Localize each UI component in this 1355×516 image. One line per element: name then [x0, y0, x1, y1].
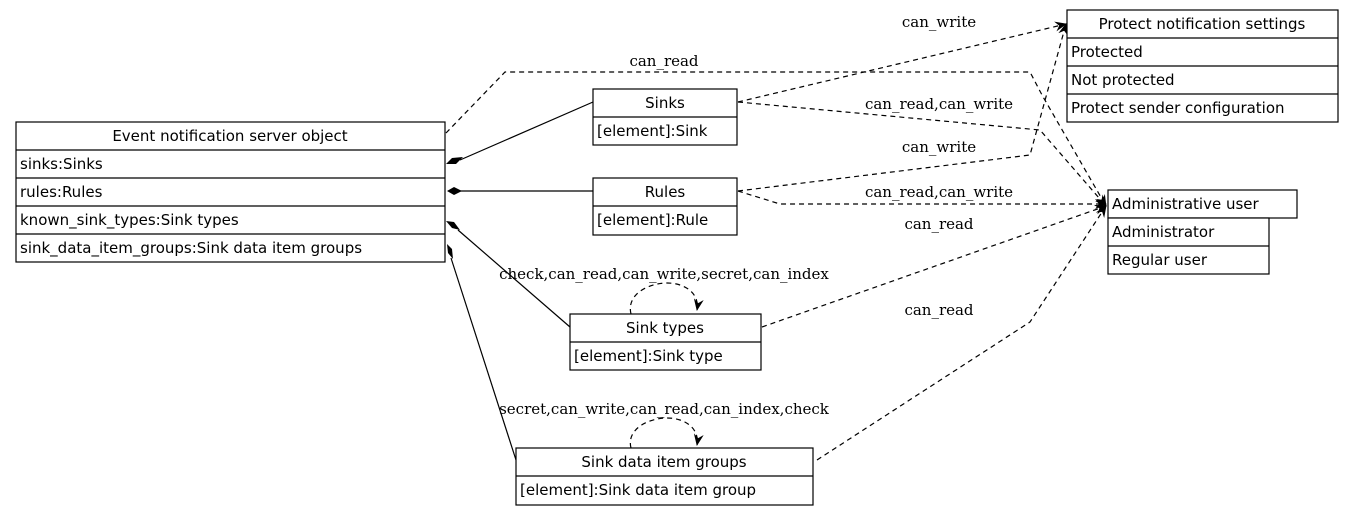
composition-diamond-rules	[447, 187, 462, 195]
edge-server-sink-types	[457, 229, 571, 328]
label-rules-admin: can_read,can_write	[865, 183, 1013, 201]
edge-rules-admin	[737, 190, 1107, 209]
node-title: Event notification server object	[112, 127, 347, 145]
node-event-server: Event notification server object sinks:S…	[15, 121, 446, 263]
label-sink-types-admin: can_read	[904, 215, 973, 233]
node-title: Rules	[645, 183, 686, 201]
node-title: Sinks	[645, 94, 685, 112]
edge-sinks-protect	[737, 21, 1067, 103]
composition-diamond-sink-types	[446, 221, 460, 230]
node-row: Protect sender configuration	[1071, 99, 1285, 117]
node-title: Sink data item groups	[581, 453, 746, 471]
edge-sink-types-admin	[761, 204, 1107, 328]
label-sinks-admin: can_read,can_write	[865, 95, 1013, 113]
edge-sinks-admin	[737, 101, 1107, 207]
node-row: [element]:Sink data item group	[520, 481, 756, 499]
composition-diamond-sinks	[446, 157, 463, 164]
node-title: Sink types	[626, 319, 704, 337]
edge-server-sinks	[459, 101, 594, 161]
node-rules: Rules [element]:Rule	[592, 177, 738, 236]
self-loop-groups	[629, 417, 704, 449]
node-title: Administrative user	[1112, 195, 1260, 213]
edge-server-groups	[450, 257, 517, 461]
node-sinks: Sinks [element]:Sink	[592, 88, 738, 146]
edge-groups-admin	[816, 205, 1107, 461]
self-loop-sink-types	[629, 282, 704, 315]
node-sink-data-item-groups: Sink data item groups [element]:Sink dat…	[515, 447, 814, 506]
composition-diamond-groups	[447, 244, 453, 259]
label-groups-self: secret,can_write,can_read,can_index,chec…	[499, 400, 830, 418]
node-row: sink_data_item_groups:Sink data item gro…	[20, 239, 362, 258]
node-title: Protect notification settings	[1099, 15, 1306, 33]
node-row: [element]:Sink type	[574, 347, 723, 365]
label-rules-protect: can_write	[902, 138, 976, 156]
node-protect-notification-settings: Protect notification settings Protected …	[1066, 9, 1339, 123]
node-administrative-user: Administrative user Administrator Regula…	[1107, 189, 1298, 275]
node-row: [element]:Rule	[597, 211, 708, 229]
label-sink-types-self: check,can_read,can_write,secret,can_inde…	[499, 265, 829, 283]
node-row: rules:Rules	[20, 183, 103, 201]
node-row: sinks:Sinks	[20, 155, 103, 173]
label-sinks-protect: can_write	[902, 13, 976, 31]
node-row: [element]:Sink	[597, 122, 708, 140]
node-sink-types: Sink types [element]:Sink type	[569, 313, 762, 371]
label-server-admin: can_read	[629, 52, 698, 70]
node-row: Not protected	[1071, 71, 1175, 89]
node-row: Protected	[1071, 43, 1143, 61]
label-groups-admin: can_read	[904, 301, 973, 319]
node-row: Regular user	[1112, 251, 1208, 269]
node-row: Administrator	[1112, 223, 1215, 241]
edge-server-admin	[445, 71, 1107, 207]
node-row: known_sink_types:Sink types	[20, 211, 239, 230]
